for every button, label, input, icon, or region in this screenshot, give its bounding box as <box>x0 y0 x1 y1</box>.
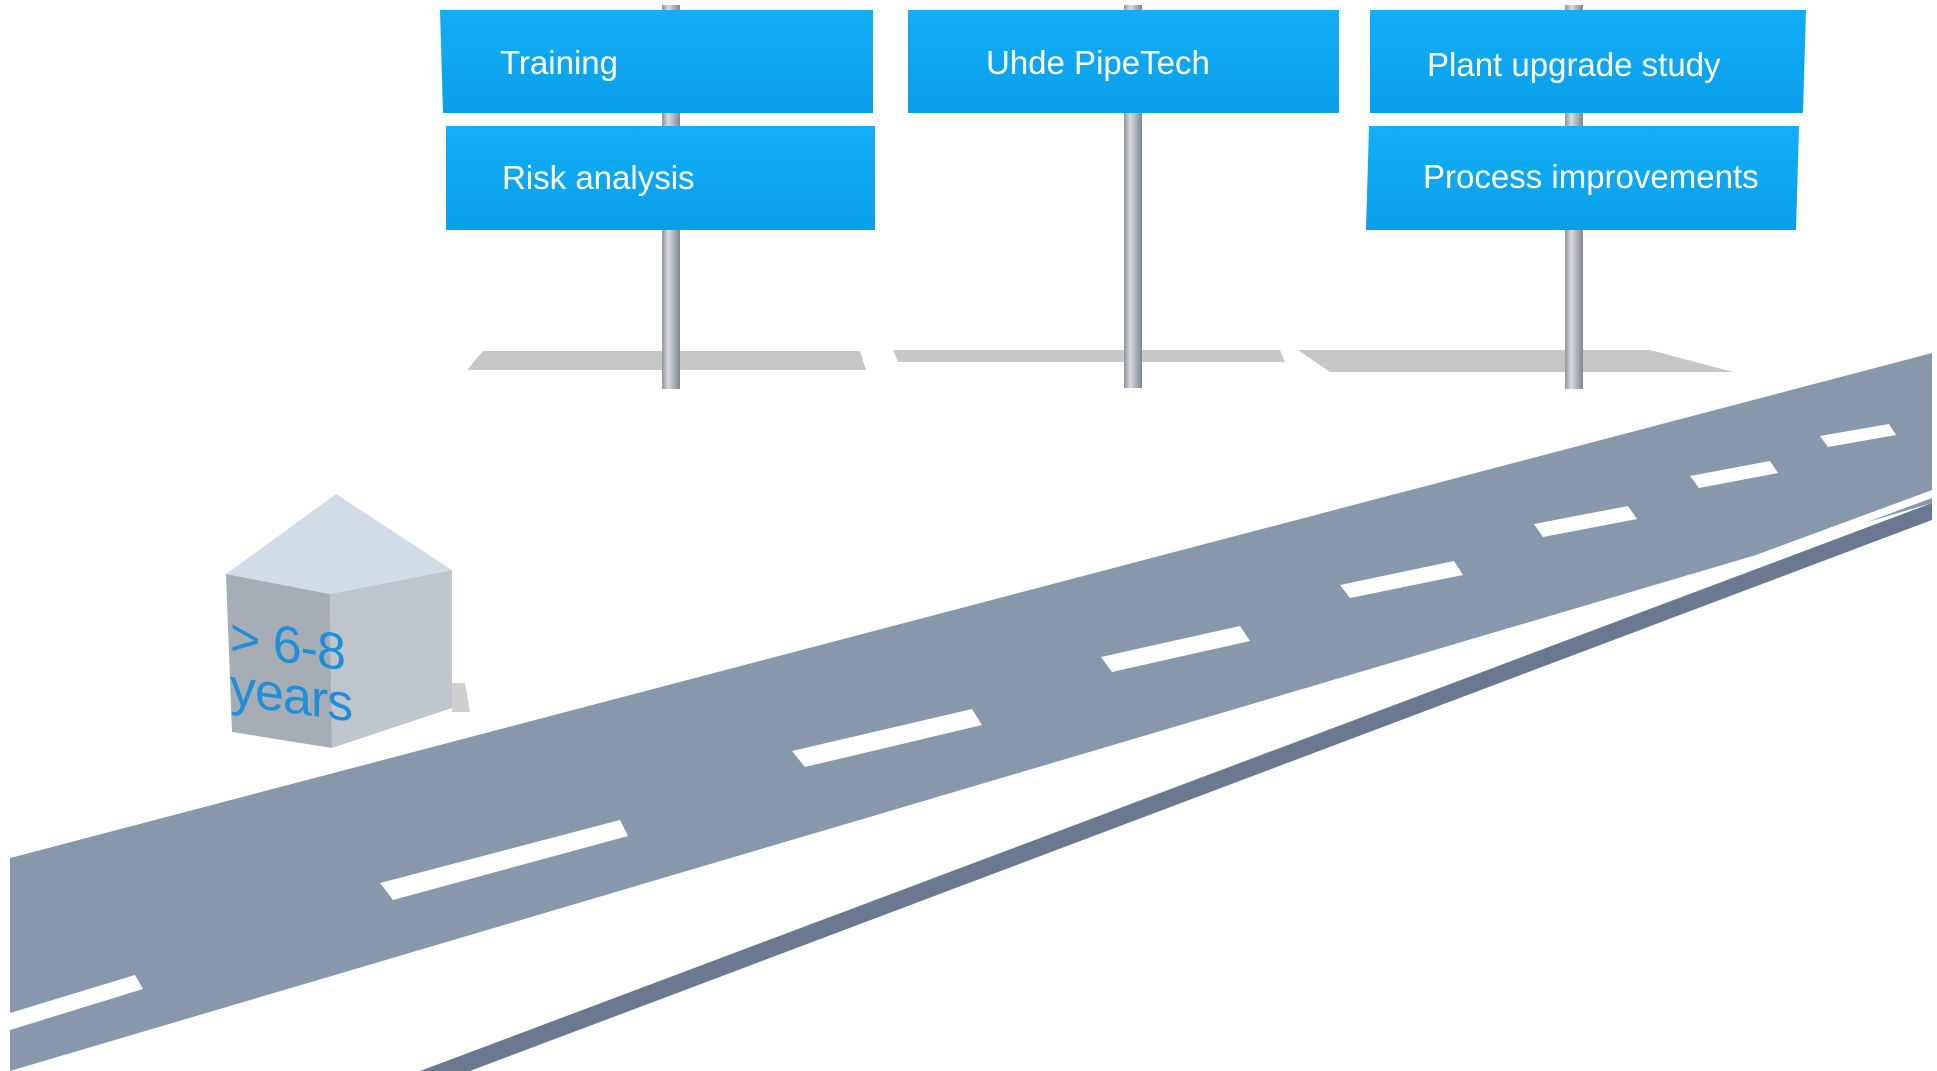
lane-dash <box>792 709 982 767</box>
road-lane-markings <box>10 424 1896 1030</box>
sign-training-label: Training <box>500 44 618 81</box>
road-edge-line-near <box>360 490 1932 1071</box>
sign-plant-upgrade-study <box>1370 10 1806 113</box>
milestone-roof <box>226 494 452 594</box>
sign-process-improvements <box>1366 126 1799 230</box>
lane-dash <box>1101 626 1250 672</box>
sign-risk-analysis-label: Risk analysis <box>502 159 695 196</box>
milestone-marker: > 6-8 years <box>226 494 470 748</box>
sign-process-improvements-label: Process improvements <box>1423 158 1759 195</box>
signpost-shadows <box>467 350 1733 372</box>
lane-dash <box>380 820 628 900</box>
lane-dash <box>1690 461 1778 488</box>
road-edge-curb <box>420 503 1932 1071</box>
road <box>10 346 1932 1071</box>
sign-risk-analysis <box>446 126 875 230</box>
shadow-right <box>1298 350 1733 372</box>
signboards: Training Risk analysis Uhde PipeTech Pla… <box>440 10 1806 230</box>
lane-dash <box>1340 561 1463 598</box>
milestone-front <box>226 574 332 748</box>
sign-plant-upgrade-study-label: Plant upgrade study <box>1427 46 1721 83</box>
road-edge-line-far <box>10 346 1932 858</box>
signpost-right: Plant upgrade study Process improvements <box>1366 10 1806 230</box>
lane-dash <box>1534 506 1637 537</box>
sign-uhde-pipetech-label: Uhde PipeTech <box>986 44 1210 81</box>
milestone-shadow <box>452 683 470 712</box>
signpost-left: Training Risk analysis <box>440 10 875 230</box>
lane-dash <box>1820 424 1896 447</box>
milestone-side <box>330 570 452 748</box>
signpost-center: Uhde PipeTech <box>908 10 1339 113</box>
lane-dash <box>10 975 143 1030</box>
sign-uhde-pipetech <box>908 10 1339 113</box>
shadow-center <box>893 350 1285 362</box>
sign-training <box>440 10 873 113</box>
